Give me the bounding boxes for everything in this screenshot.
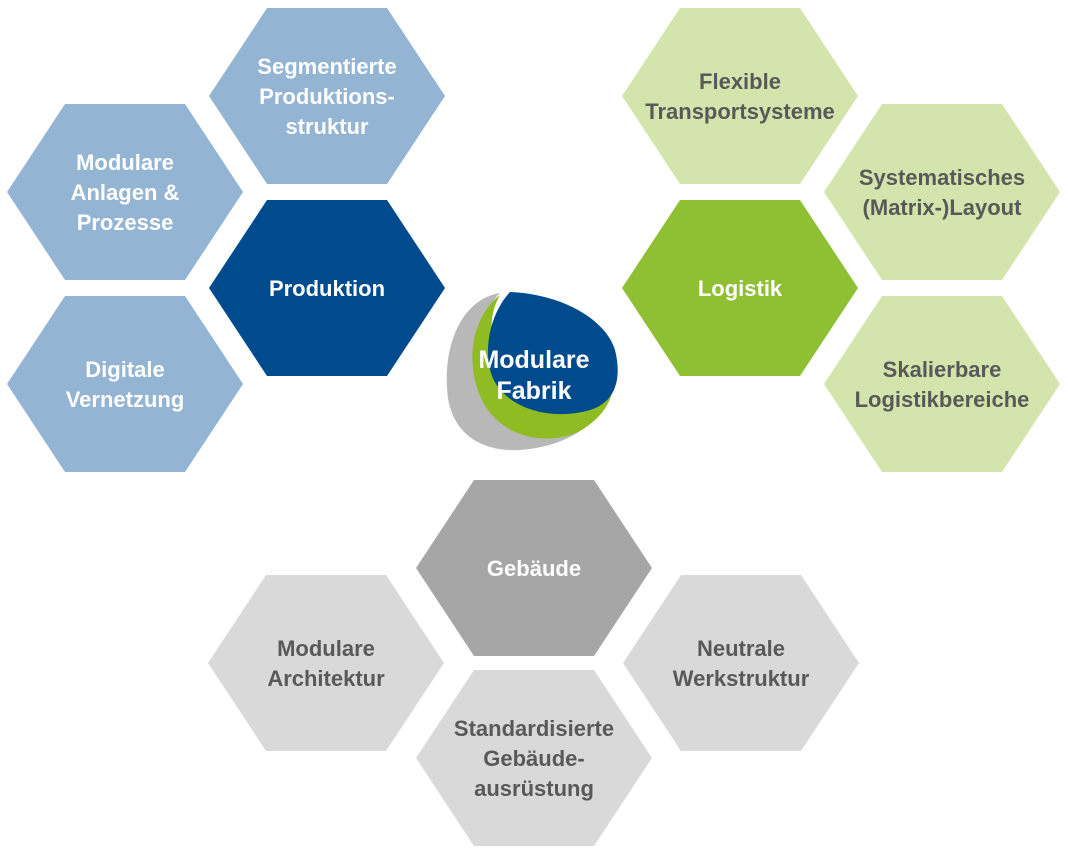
hexagon-label-line: Vernetzung	[66, 387, 185, 412]
hexagon-label-line: Digitale	[85, 357, 164, 382]
hexagon-label-line: Gebäude-	[483, 746, 584, 771]
hexagon-label-line: (Matrix-)Layout	[863, 195, 1023, 220]
hexagon-shape-modulare-anlagen-prozesse	[7, 104, 243, 280]
hexagon-shape-gebaeude	[416, 480, 652, 656]
hexagon-shape-segmentierte-produktionsstruktur	[209, 8, 445, 184]
hexagon-shape-produktion	[209, 200, 445, 376]
hexagon-shape-systematisches-matrix-layout	[824, 104, 1060, 280]
hexagon-label-produktion: Produktion	[269, 276, 385, 301]
hexagon-label-line: Modulare	[277, 636, 375, 661]
hexagon-label-line: Gebäude	[487, 556, 581, 581]
hexagon-shape-logistik	[622, 200, 858, 376]
hexagon-label-line: struktur	[285, 114, 369, 139]
hexagon-systematisches-matrix-layout: Systematisches (Matrix-)Layout	[824, 104, 1060, 280]
hexagon-label-line: Neutrale	[697, 636, 785, 661]
emblem-blue-shape	[487, 292, 618, 415]
hexagon-shape-digitale-vernetzung	[7, 296, 243, 472]
hexagon-label-line: Logistik	[698, 276, 783, 301]
hexagon-label-line: Modulare	[76, 150, 174, 175]
hexagon-shape-standardisierte-gebaeudeausruestung	[416, 670, 652, 846]
hexagon-label-line: ausrüstung	[474, 776, 594, 801]
hexagon-shape-modulare-architektur	[208, 575, 444, 751]
hexagon-produktion: Produktion	[209, 200, 445, 376]
hexagon-label-line: Skalierbare	[883, 357, 1002, 382]
hexagon-label-line: Systematisches	[859, 165, 1025, 190]
hexagon-label-line: Werkstruktur	[673, 666, 810, 691]
hexagon-label-systematisches-matrix-layout: Systematisches (Matrix-)Layout	[859, 165, 1025, 220]
hexagon-label-line: Transportsysteme	[645, 99, 835, 124]
hexagon-label-line: Anlagen &	[71, 180, 180, 205]
hexagon-label-line: Produktion	[269, 276, 385, 301]
hexagon-label-logistik: Logistik	[698, 276, 783, 301]
hexagon-label-line: Segmentierte	[257, 54, 396, 79]
hexagon-label-gebaeude: Gebäude	[487, 556, 581, 581]
hexagon-logistik: Logistik	[622, 200, 858, 376]
hexagon-shape-skalierbare-logistikbereiche	[824, 296, 1060, 472]
hexagon-gebaeude: Gebäude	[416, 480, 652, 656]
hexagon-label-line: Architektur	[267, 666, 385, 691]
hexagon-shape-neutrale-werkstruktur	[623, 575, 859, 751]
hexagon-label-line: Produktions-	[259, 84, 395, 109]
hexagon-shape-flexible-transportsysteme	[622, 8, 858, 184]
hexagon-label-line: Logistikbereiche	[855, 387, 1030, 412]
center-title-line: Modulare	[478, 346, 589, 374]
hexagon-label-line: Standardisierte	[454, 716, 614, 741]
hexagon-label-line: Prozesse	[77, 210, 174, 235]
hexagon-label-line: Flexible	[699, 69, 781, 94]
center-title-line: Fabrik	[496, 377, 571, 405]
